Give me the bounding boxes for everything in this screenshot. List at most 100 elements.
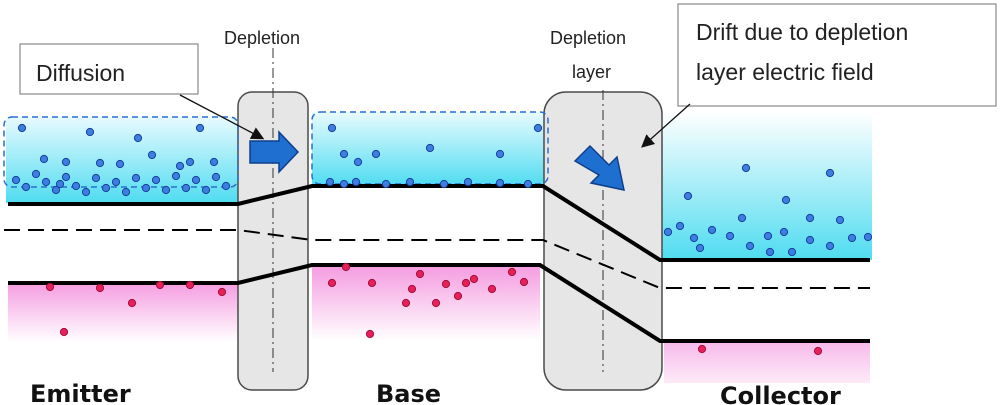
hole-dot (519, 277, 529, 287)
electron-dot (209, 157, 219, 167)
drift-callout-pointer (641, 103, 691, 148)
electron-dot (11, 175, 21, 185)
hole-dot (95, 283, 105, 293)
electron-dot (745, 241, 755, 251)
drift-label-line2: layer electric field (696, 59, 874, 85)
electron-dot (371, 149, 381, 159)
electron-dot (327, 123, 337, 133)
electron-dot (147, 150, 157, 160)
electron-dot (221, 181, 231, 191)
electron-dot (195, 123, 205, 133)
electron-dot (111, 177, 121, 187)
electron-dot (61, 157, 71, 167)
electron-dot (353, 157, 363, 167)
electron-dot (805, 235, 815, 245)
arrow-right-icon (249, 130, 300, 174)
hole-dot (341, 262, 351, 272)
electron-dot (131, 173, 141, 183)
hole-dot (431, 298, 441, 308)
hole-dot (127, 298, 137, 308)
drift-callout-box (677, 3, 997, 107)
hole-dot (217, 287, 227, 297)
electron-dot (17, 123, 27, 133)
electron-dot (351, 177, 361, 187)
hole-dot (469, 274, 479, 284)
hole-dot (407, 284, 417, 294)
electron-dot (325, 177, 335, 187)
drift-label-line1: Drift due to depletion (696, 19, 908, 45)
electron-dot (825, 241, 835, 251)
hole-dot (461, 278, 471, 288)
electron-dot (175, 161, 185, 171)
electron-dot (781, 195, 791, 205)
hole-group (45, 262, 823, 356)
electron-dot (495, 149, 505, 159)
electron-dot (439, 179, 449, 189)
electron-dot (81, 187, 91, 197)
electron-dot (689, 233, 699, 243)
hole-dot (453, 291, 463, 301)
electron-dot (339, 149, 349, 159)
collector-label: Collector (720, 382, 841, 405)
hole-dot (45, 282, 55, 292)
hole-dot (697, 344, 707, 354)
diffusion-label: Diffusion (36, 60, 125, 86)
electron-dot (663, 227, 673, 237)
electron-dot (787, 247, 797, 257)
electron-dot (121, 187, 131, 197)
depletion-left-label: Depletion (224, 28, 300, 48)
conduction-band-edge (8, 184, 870, 262)
electron-dot (675, 221, 685, 231)
electron-group (11, 123, 873, 257)
electron-dot (725, 231, 735, 241)
electron-dot (39, 154, 49, 164)
depletion-right-label-line1: Depletion (550, 28, 626, 48)
emitter-electron-box (3, 116, 239, 188)
electron-dot (779, 227, 789, 237)
electron-dot (85, 127, 95, 137)
collector-valence-fill (664, 341, 870, 383)
electron-dot (523, 179, 533, 189)
hole-dot (367, 278, 377, 288)
hole-dot (401, 298, 411, 308)
electron-dot (405, 177, 415, 187)
electron-dot (161, 185, 171, 195)
electron-dot (41, 177, 51, 187)
electron-dot (31, 169, 41, 179)
hole-dot (813, 346, 823, 356)
base-valence-fill (312, 265, 540, 340)
electron-dot (171, 171, 181, 181)
electron-dot (763, 231, 773, 241)
electron-dot (425, 143, 435, 153)
electron-dot (339, 179, 349, 189)
electron-dot (765, 247, 775, 257)
emitter-label: Emitter (30, 380, 131, 405)
diffusion-callout-pointer (179, 94, 265, 140)
diffusion-callout-box (19, 43, 199, 95)
electron-dot (91, 173, 101, 183)
electron-dot (71, 181, 81, 191)
hole-dot (441, 279, 451, 289)
electron-dot (133, 133, 143, 143)
electron-dot (185, 157, 195, 167)
electron-dot (683, 191, 693, 201)
electron-dot (181, 183, 191, 193)
depletion-right-label-line2: layer (572, 62, 611, 82)
electron-dot (191, 175, 201, 185)
electron-dot (381, 179, 391, 189)
hole-dot (507, 267, 517, 277)
electron-dot (707, 225, 717, 235)
electron-dot (805, 213, 815, 223)
hole-dot (155, 280, 165, 290)
electron-dot (95, 158, 105, 168)
electron-dot (533, 123, 543, 133)
electron-dot (141, 183, 151, 193)
electron-dot (835, 215, 845, 225)
electron-dot (741, 163, 751, 173)
electron-dot (495, 178, 505, 188)
electron-dot (201, 185, 211, 195)
hole-dot (185, 280, 195, 290)
hole-dot (327, 278, 337, 288)
valence-band-edge (8, 263, 870, 343)
hole-dot (365, 329, 375, 339)
